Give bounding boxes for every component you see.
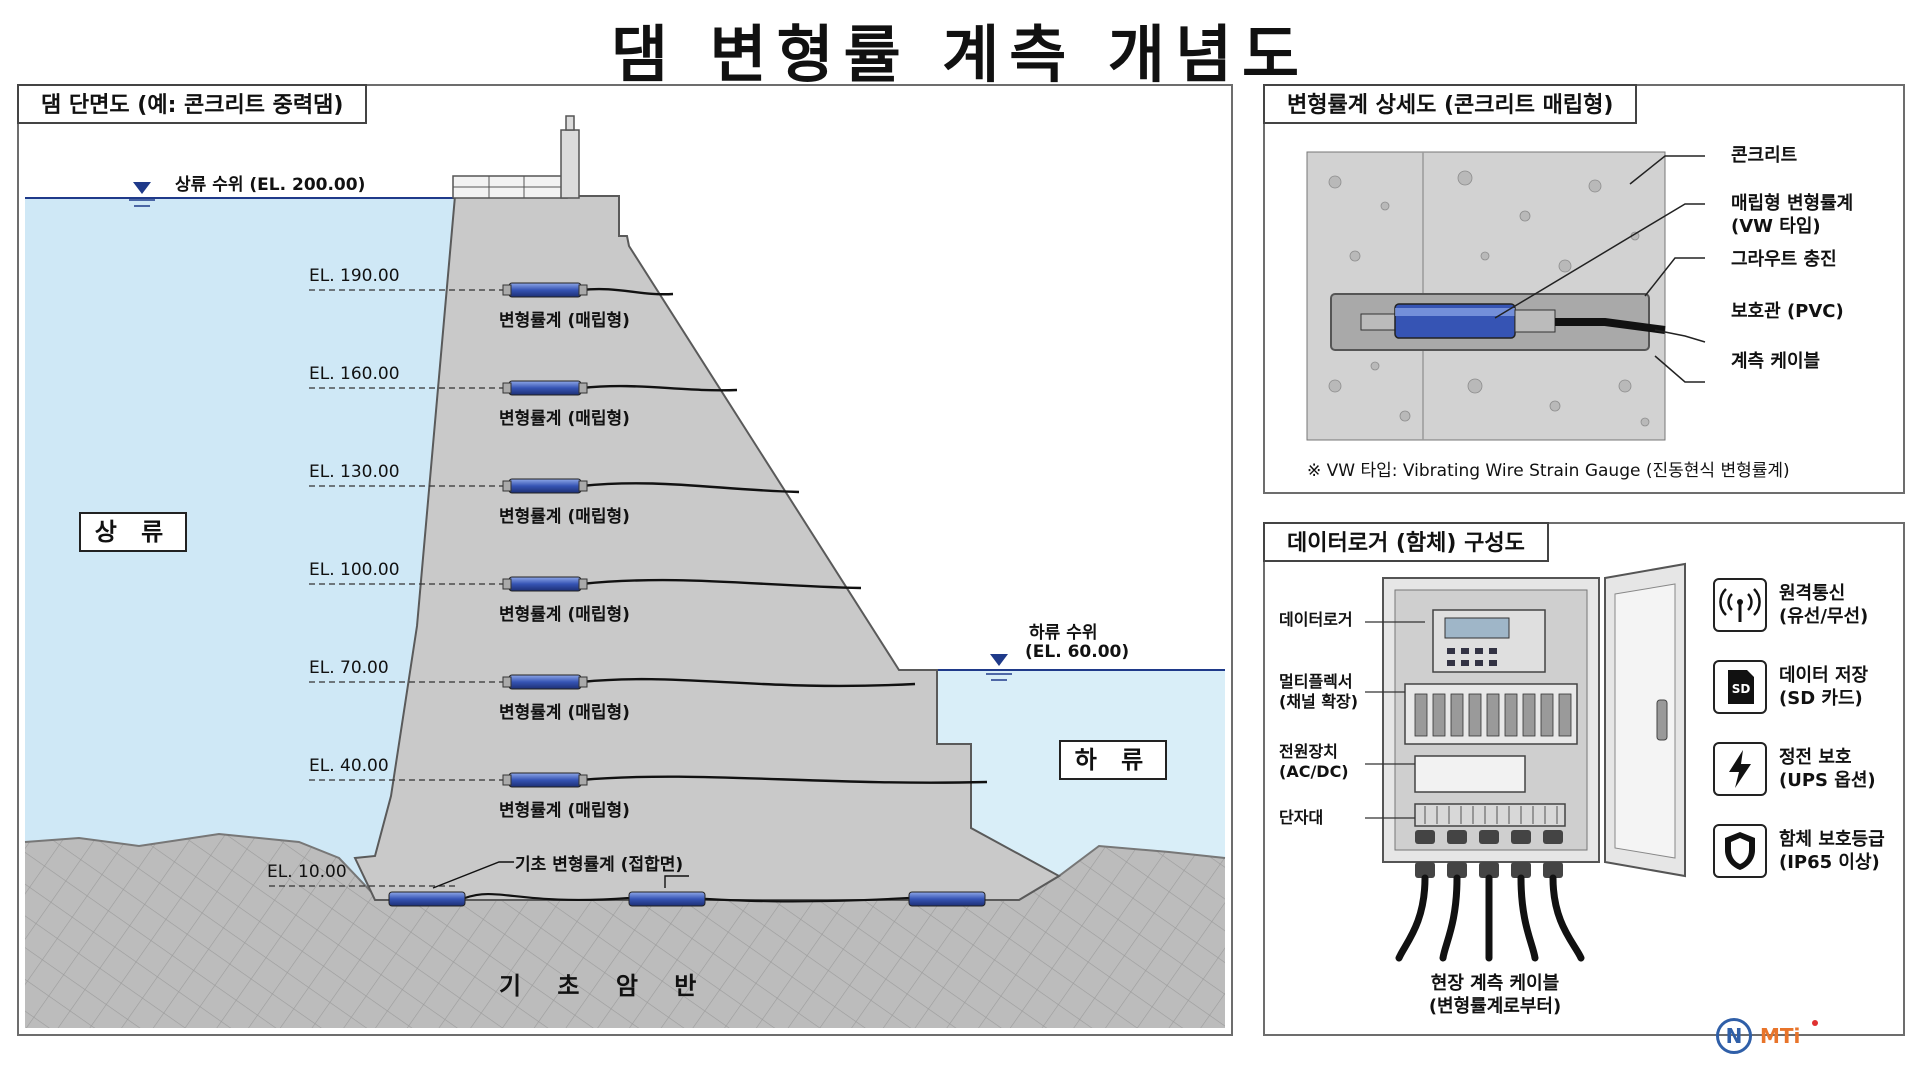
feature-remote-comm-sub: (유선/무선) [1779, 605, 1868, 628]
logo-text: MTi [1760, 1024, 1800, 1048]
logo-badge: N [1716, 1018, 1752, 1054]
gauge-label-130: 변형률계 (매립형) [499, 502, 630, 527]
callout-embedded-gauge: 매립형 변형률계 [1731, 192, 1853, 215]
component-multiplexer: 멀티플렉서 [1279, 672, 1353, 692]
feature-remote-comm: 원격통신 [1779, 582, 1845, 605]
callout-concrete: 콘크리트 [1731, 144, 1797, 167]
downstream-label: 하 류 [1059, 740, 1167, 780]
upstream-level-label: 상류 수위 (EL. 200.00) [175, 170, 365, 195]
data-logger-panel: 데이터로거 (함체) 구성도 데이터로거 멀티플렉서 (채널 확장) 전원장치 … [1263, 522, 1905, 1036]
gauge-detail-tab: 변형률계 상세도 (콘크리트 매립형) [1263, 84, 1637, 124]
component-power: 전원장치 [1279, 742, 1338, 762]
component-logger: 데이터로거 [1279, 610, 1353, 630]
shield-icon [1713, 824, 1767, 878]
elevation-label-160: EL. 160.00 [309, 364, 400, 384]
lightning-icon [1713, 742, 1767, 796]
gauge-label-100: 변형률계 (매립형) [499, 600, 630, 625]
field-cable-sub-label: (변형률계로부터) [1415, 995, 1575, 1018]
gauge-detail-drawing [1265, 86, 1903, 492]
feature-data-storage: 데이터 저장 [1779, 664, 1868, 687]
callout-vw-type: (VW 타입) [1731, 215, 1821, 238]
component-terminal: 단자대 [1279, 808, 1323, 828]
gauge-detail-panel: 변형률계 상세도 (콘크리트 매립형) 콘크리트 매립형 변형률계 (VW 타입… [1263, 84, 1905, 494]
sd-card-icon: SD [1713, 660, 1767, 714]
dam-section-tab: 댐 단면도 (예: 콘크리트 중력댐) [17, 84, 367, 124]
downstream-level-label-2: (EL. 60.00) [1025, 642, 1129, 662]
foundation-rock-label: 기 초 암 반 [499, 966, 710, 1001]
vw-note: ※ VW 타입: Vibrating Wire Strain Gauge (진동… [1307, 456, 1790, 481]
field-cable-label: 현장 계측 케이블 [1415, 972, 1575, 995]
elevation-label-10: EL. 10.00 [267, 862, 347, 882]
elevation-label-70: EL. 70.00 [309, 658, 389, 678]
feature-power-protect: 정전 보호 [1779, 746, 1852, 769]
callout-grout: 그라우트 충진 [1731, 248, 1837, 271]
callout-pvc-pipe: 보호관 (PVC) [1731, 300, 1844, 323]
antenna-icon [1713, 578, 1767, 632]
elevation-label-130: EL. 130.00 [309, 462, 400, 482]
page-title: 댐 변형률 계측 개념도 [0, 4, 1920, 94]
logo-dot [1812, 1020, 1818, 1026]
gauge-label-190: 변형률계 (매립형) [499, 306, 630, 331]
upstream-label: 상 류 [79, 512, 187, 552]
company-logo: N MTi [1716, 1018, 1826, 1058]
gauge-label-40: 변형률계 (매립형) [499, 796, 630, 821]
dam-body [355, 196, 1059, 900]
elevation-label-190: EL. 190.00 [309, 266, 400, 286]
dam-section-drawing [19, 86, 1231, 1034]
feature-enclosure-rating-sub: (IP65 이상) [1779, 851, 1880, 874]
callout-cable: 계측 케이블 [1731, 350, 1820, 373]
data-logger-tab: 데이터로거 (함체) 구성도 [1263, 522, 1549, 562]
elevation-label-40: EL. 40.00 [309, 756, 389, 776]
gauge-label-160: 변형률계 (매립형) [499, 404, 630, 429]
dam-section-panel: 댐 단면도 (예: 콘크리트 중력댐) 상류 수위 (EL. 200.00) 하… [17, 84, 1233, 1036]
downstream-level-label-1: 하류 수위 [1029, 618, 1097, 643]
feature-power-protect-sub: (UPS 옵션) [1779, 769, 1876, 792]
sd-card-glyph: SD [1732, 682, 1751, 696]
gauge-label-70: 변형률계 (매립형) [499, 698, 630, 723]
foundation-gauge-label: 기초 변형률계 (접합면) [515, 850, 683, 875]
feature-enclosure-rating: 함체 보호등급 [1779, 828, 1885, 851]
component-power-sub: (AC/DC) [1279, 762, 1349, 782]
elevation-label-100: EL. 100.00 [309, 560, 400, 580]
feature-data-storage-sub: (SD 카드) [1779, 687, 1863, 710]
component-multiplexer-sub: (채널 확장) [1279, 692, 1358, 712]
